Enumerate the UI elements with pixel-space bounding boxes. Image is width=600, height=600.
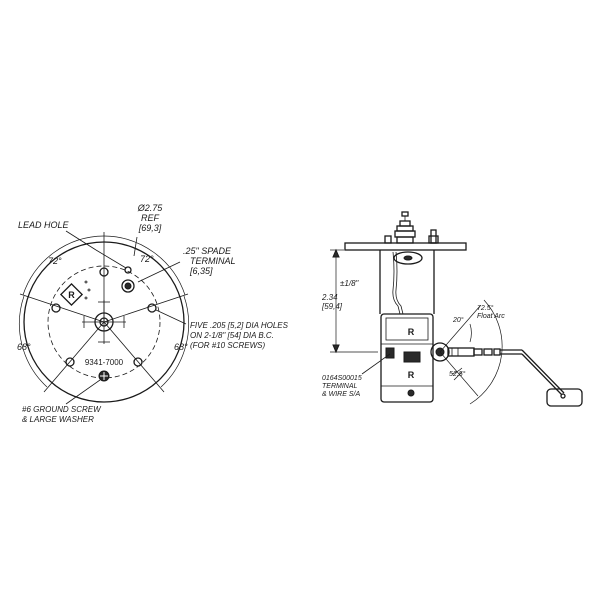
ground-screw	[98, 370, 110, 382]
angle-arcs	[19, 235, 189, 388]
height-dimension	[330, 248, 378, 354]
svg-text:R: R	[68, 290, 75, 300]
angle-top-right-label: 72°	[140, 254, 154, 264]
leaders	[65, 230, 187, 405]
mounting-holes-label: FIVE .205 [5,2] DIA HOLES	[190, 321, 289, 330]
spade-terminal-metric: [6,35]	[189, 266, 213, 276]
top-stud	[394, 211, 416, 244]
spade-terminal-label-2: TERMINAL	[190, 256, 236, 266]
mounting-holes-label-2: ON 2-1/8" [54] DIA B.C.	[190, 331, 274, 340]
diameter-ref-label: REF	[141, 213, 160, 223]
terminal-part-label: 0164S00015	[322, 375, 362, 382]
sender-body: R R	[380, 313, 434, 403]
lead-hole-label: LEAD HOLE	[18, 220, 70, 230]
terminal-wire-label: & WIRE S/A	[322, 391, 360, 398]
float	[546, 388, 583, 407]
lead-hole	[124, 266, 132, 274]
svg-text:R: R	[408, 370, 415, 380]
angle-52-label: 52.5°	[449, 370, 466, 378]
part-number-label: 9341-7000	[85, 358, 124, 367]
spade-terminal-label: .25" SPADE	[183, 246, 232, 256]
terminal-label: TERMINAL	[322, 383, 358, 390]
angle-top-left-label: 72°	[48, 256, 62, 266]
float-arc-dimension	[439, 299, 503, 405]
flange-tab	[384, 235, 392, 244]
tolerance-label: ±1/8"	[340, 279, 360, 288]
height-label: 2.34	[321, 293, 338, 302]
float-arc-value-label: 72.5°	[477, 304, 494, 312]
float-arm	[500, 349, 565, 396]
angle-20-label: 20°	[452, 316, 464, 324]
logo-marks	[84, 280, 91, 300]
angle-bottom-right-label: 68°	[174, 342, 188, 352]
logo-icon: R	[59, 282, 84, 307]
flange-top-view: R	[17, 203, 289, 424]
upper-housing	[379, 250, 435, 314]
diameter-label: Ø2.75	[137, 203, 164, 213]
top-spade-terminal	[428, 229, 439, 244]
angle-bottom-left-label: 68°	[17, 342, 31, 352]
bolt-circle	[47, 265, 161, 379]
mounting-holes-label-3: (FOR #10 SCREWS)	[190, 341, 265, 350]
diameter-metric-label: [69,3]	[138, 223, 162, 233]
wire	[392, 251, 401, 315]
side-elevation-view: R R	[321, 211, 583, 407]
flange-plate	[344, 242, 467, 251]
svg-text:R: R	[408, 327, 415, 337]
ground-screw-label: #6 GROUND SCREW	[22, 405, 102, 414]
float-arc-label: Float Arc	[477, 313, 505, 320]
spade-terminal	[121, 279, 135, 293]
angle-lines	[19, 232, 189, 393]
ground-screw-label-2: & LARGE WASHER	[22, 415, 94, 424]
height-metric-label: [59,4]	[321, 302, 343, 311]
pivot-assembly	[430, 342, 501, 362]
